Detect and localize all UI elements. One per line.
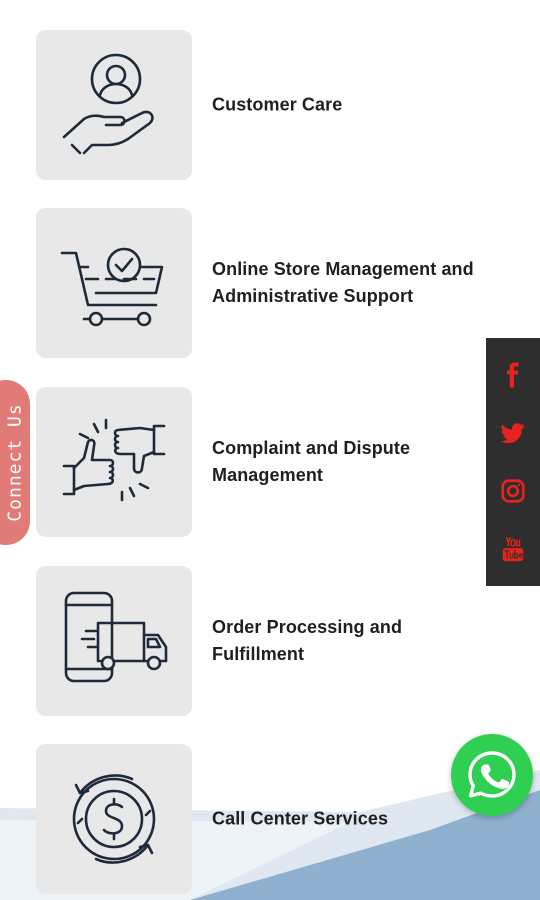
service-title: Complaint and Dispute Management xyxy=(212,438,411,485)
service-item[interactable]: Complaint and Dispute Management xyxy=(36,387,476,537)
service-icon-box xyxy=(36,208,192,358)
service-title: Online Store Management and Administrati… xyxy=(212,259,474,306)
whatsapp-button[interactable] xyxy=(451,734,533,816)
connect-us-label: Connect Us xyxy=(4,403,26,522)
whatsapp-icon xyxy=(468,751,516,798)
service-icon-box xyxy=(36,744,192,894)
service-item[interactable]: Customer Care xyxy=(36,30,476,180)
facebook-icon xyxy=(507,362,519,388)
facebook-link[interactable] xyxy=(499,361,527,389)
service-item[interactable]: Call Center Services xyxy=(36,744,476,894)
social-bar xyxy=(486,338,540,586)
instagram-icon xyxy=(501,479,525,503)
twitter-link[interactable] xyxy=(499,419,527,447)
service-title: Customer Care xyxy=(212,94,343,115)
service-icon-box xyxy=(36,566,192,716)
service-title: Order Processing and Fulfillment xyxy=(212,617,403,664)
youtube-link[interactable] xyxy=(499,535,527,563)
dollar-cycle-icon xyxy=(72,774,156,864)
shopping-cart-check-icon xyxy=(60,247,164,327)
customer-care-icon xyxy=(62,53,154,155)
connect-us-tab[interactable]: Connect Us xyxy=(0,380,30,545)
service-icon-box xyxy=(36,30,192,180)
service-item[interactable]: Order Processing and Fulfillment xyxy=(36,566,476,716)
service-title: Call Center Services xyxy=(212,808,389,829)
twitter-icon xyxy=(500,423,525,444)
service-icon-box xyxy=(36,387,192,537)
thumbs-up-down-icon xyxy=(62,418,166,502)
phone-delivery-truck-icon xyxy=(64,591,168,683)
instagram-link[interactable] xyxy=(499,477,527,505)
youtube-icon xyxy=(502,536,524,562)
service-item[interactable]: Online Store Management and Administrati… xyxy=(36,208,476,358)
